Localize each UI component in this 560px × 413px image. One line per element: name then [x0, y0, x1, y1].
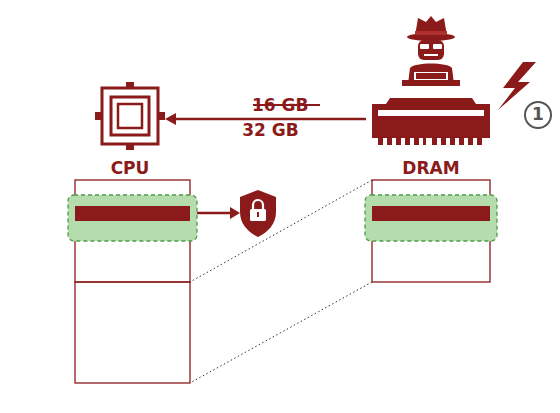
dram-module-icon	[366, 94, 496, 150]
cpu-chip-icon	[95, 82, 165, 150]
secret-row	[75, 206, 190, 221]
module-pin	[414, 138, 419, 145]
callout-circle	[525, 102, 551, 128]
cpu-node: CPU	[95, 82, 165, 178]
old-capacity: 16 GB	[252, 95, 309, 115]
secret-row	[372, 206, 490, 221]
callout-number: 1	[532, 104, 544, 124]
lightning-bolt	[498, 62, 536, 110]
alias-line	[190, 282, 372, 383]
lock-shackle	[253, 200, 263, 210]
module-pin	[441, 138, 446, 145]
chip-pin	[126, 82, 134, 88]
chip-core	[118, 104, 142, 128]
lock-hole	[257, 212, 259, 217]
edge-label: 32 GB	[242, 120, 299, 140]
attacker-icon	[402, 16, 460, 86]
module-pin	[405, 138, 410, 145]
arrow-head	[165, 113, 176, 125]
module-pin	[378, 138, 383, 145]
module-body	[372, 98, 490, 138]
module-pin	[477, 138, 482, 145]
arrow-head	[230, 207, 240, 219]
protected-band	[365, 195, 497, 241]
module-pin	[432, 138, 437, 145]
module-pin	[468, 138, 473, 145]
chip-die	[111, 97, 149, 135]
chip-pin	[95, 112, 102, 120]
module-pin	[387, 138, 392, 145]
node-label: DRAM	[366, 158, 496, 178]
module-pin	[396, 138, 401, 145]
protected-band	[68, 195, 197, 241]
module-pin	[459, 138, 464, 145]
chip-pin	[126, 144, 134, 150]
module-stripe	[378, 110, 484, 116]
alias-line	[190, 180, 372, 282]
connector-line	[174, 118, 366, 121]
node-label: CPU	[95, 158, 165, 178]
protect-arrow	[197, 212, 232, 215]
dram-node: DRAM	[366, 94, 496, 178]
shield-icon	[240, 190, 276, 237]
chip-pin	[158, 112, 165, 120]
module-notch	[426, 138, 432, 146]
chip-outline	[102, 88, 158, 144]
module-pin	[450, 138, 455, 145]
lock-body	[250, 209, 266, 221]
cpu-view-lower	[75, 282, 190, 383]
